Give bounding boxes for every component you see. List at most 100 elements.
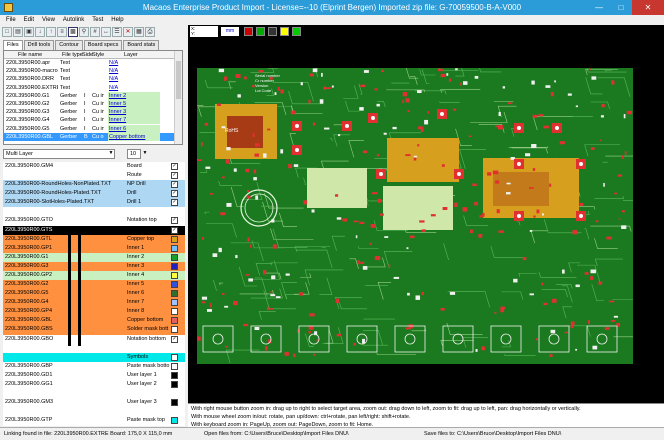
print-icon[interactable]: ⎙ (145, 27, 155, 37)
layer-row[interactable]: 220L3950R00.GTS✓ (3, 225, 185, 235)
layer-color-swatch[interactable] (171, 253, 178, 261)
layer-visible-checkbox[interactable]: ✓ (171, 199, 178, 207)
stepper-icon[interactable]: ▼ (142, 150, 148, 156)
layer-color-swatch[interactable] (171, 281, 178, 289)
delete-icon[interactable]: ✕ (123, 27, 133, 37)
zoom-icon[interactable]: ⚲ (79, 27, 89, 37)
menu-file[interactable]: File (6, 17, 16, 23)
layer-color-swatch[interactable] (171, 417, 178, 425)
tab-board-stats[interactable]: Board stats (123, 40, 160, 50)
board-color-icon[interactable] (256, 27, 265, 36)
layers-icon[interactable]: ≡ (57, 27, 67, 37)
table-icon[interactable]: ▦ (134, 27, 144, 37)
col-file-name[interactable]: File name (18, 52, 43, 58)
save-icon[interactable]: ▣ (24, 27, 34, 37)
minimize-icon[interactable]: — (595, 3, 603, 12)
open-folder-icon[interactable]: ▤ (13, 27, 23, 37)
layer-row[interactable] (3, 389, 185, 399)
col-layer[interactable]: Layer (124, 52, 138, 58)
layer-color-swatch[interactable] (171, 299, 178, 307)
layer-color-swatch[interactable] (171, 353, 178, 361)
chevron-down-icon[interactable]: ▼ (108, 150, 114, 156)
layer-count-field[interactable]: 10 (127, 149, 141, 159)
file-row-layer[interactable]: Inner 2 (108, 91, 160, 100)
layer-color-swatch[interactable] (171, 399, 178, 407)
file-row-layer[interactable]: N/A (109, 84, 119, 91)
pcb-board[interactable]: RoHS Serial number Cr number Version Lot… (197, 68, 633, 364)
file-row-layer[interactable]: Inner 7 (108, 116, 160, 125)
file-row-layer[interactable]: Copper bottom (108, 132, 160, 141)
layer-color-swatch[interactable] (171, 235, 178, 243)
layer-visible-checkbox[interactable]: ✓ (171, 190, 178, 198)
file-row[interactable]: 220L3950R00.EXTREPTextN/A (4, 84, 182, 92)
tab-files[interactable]: Files (3, 40, 23, 50)
layer-color-swatch[interactable] (171, 290, 178, 298)
new-file-icon[interactable]: □ (2, 27, 12, 37)
report-icon[interactable]: ☰ (112, 27, 122, 37)
layer-mode-select[interactable]: Multi Layer (3, 149, 115, 159)
layer-visible-checkbox[interactable]: ✓ (171, 181, 178, 189)
layer-color-swatch[interactable] (171, 262, 178, 270)
tab-contour[interactable]: Contour (55, 40, 83, 50)
col-style[interactable]: Style (92, 52, 105, 58)
layer-visible-checkbox[interactable]: ✓ (171, 335, 178, 343)
layer-row[interactable] (3, 207, 185, 217)
menu-autolink[interactable]: Autolink (62, 17, 85, 23)
arrow-icon[interactable] (292, 27, 301, 36)
layer-color-swatch[interactable] (171, 326, 178, 334)
mask-icon[interactable] (268, 27, 277, 36)
layer-color-swatch[interactable] (171, 380, 178, 388)
layer-row[interactable] (3, 343, 185, 353)
file-row-layer[interactable]: Inner 5 (108, 99, 160, 108)
menu-view[interactable]: View (42, 17, 55, 23)
layer-color-swatch[interactable] (171, 362, 178, 370)
layer-row[interactable]: Route✓ (3, 171, 185, 181)
menu-test[interactable]: Test (92, 17, 104, 23)
layer-color-swatch[interactable] (171, 271, 178, 279)
layer-color-swatch[interactable] (171, 308, 178, 316)
maximize-icon[interactable]: □ (618, 3, 624, 12)
layer-color-swatch[interactable] (171, 371, 178, 379)
import-icon[interactable]: ↓ (35, 27, 45, 37)
files-scroll-thumb[interactable] (176, 61, 181, 99)
col-side[interactable]: Side (82, 52, 94, 58)
files-scrollbar[interactable] (174, 51, 182, 144)
measure-icon[interactable]: ↔ (101, 27, 111, 37)
file-row-layer[interactable]: N/A (109, 60, 119, 66)
layer-color-swatch[interactable] (171, 317, 178, 325)
export-icon[interactable]: ↑ (46, 27, 56, 37)
layer-visible-checkbox[interactable]: ✓ (171, 226, 178, 234)
layer-color-icon[interactable] (244, 27, 253, 36)
layer-visible-checkbox[interactable]: ✓ (171, 163, 178, 170)
highlight-icon[interactable] (280, 27, 289, 36)
tab-board-specs[interactable]: Board specs (83, 40, 123, 50)
